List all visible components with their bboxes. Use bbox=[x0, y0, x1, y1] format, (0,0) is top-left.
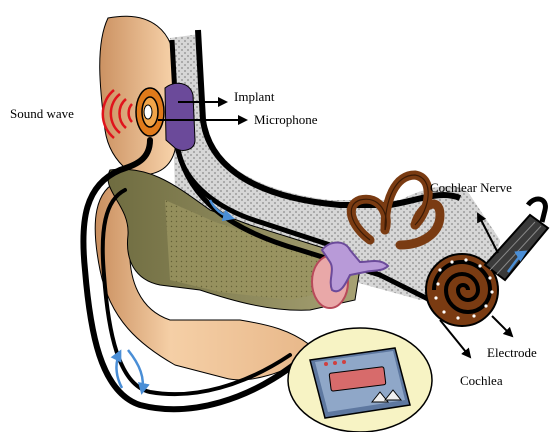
label-cochlea: Cochlea bbox=[460, 373, 503, 388]
label-electrode: Electrode bbox=[487, 345, 537, 360]
label-cochlear-nerve: Cochlear Nerve bbox=[430, 180, 512, 195]
label-sound-wave: Sound wave bbox=[10, 106, 74, 121]
label-microphone: Microphone bbox=[254, 112, 318, 127]
speech-processor bbox=[288, 328, 432, 432]
microphone bbox=[136, 88, 164, 136]
implant bbox=[165, 83, 195, 150]
label-implant: Implant bbox=[234, 89, 275, 104]
